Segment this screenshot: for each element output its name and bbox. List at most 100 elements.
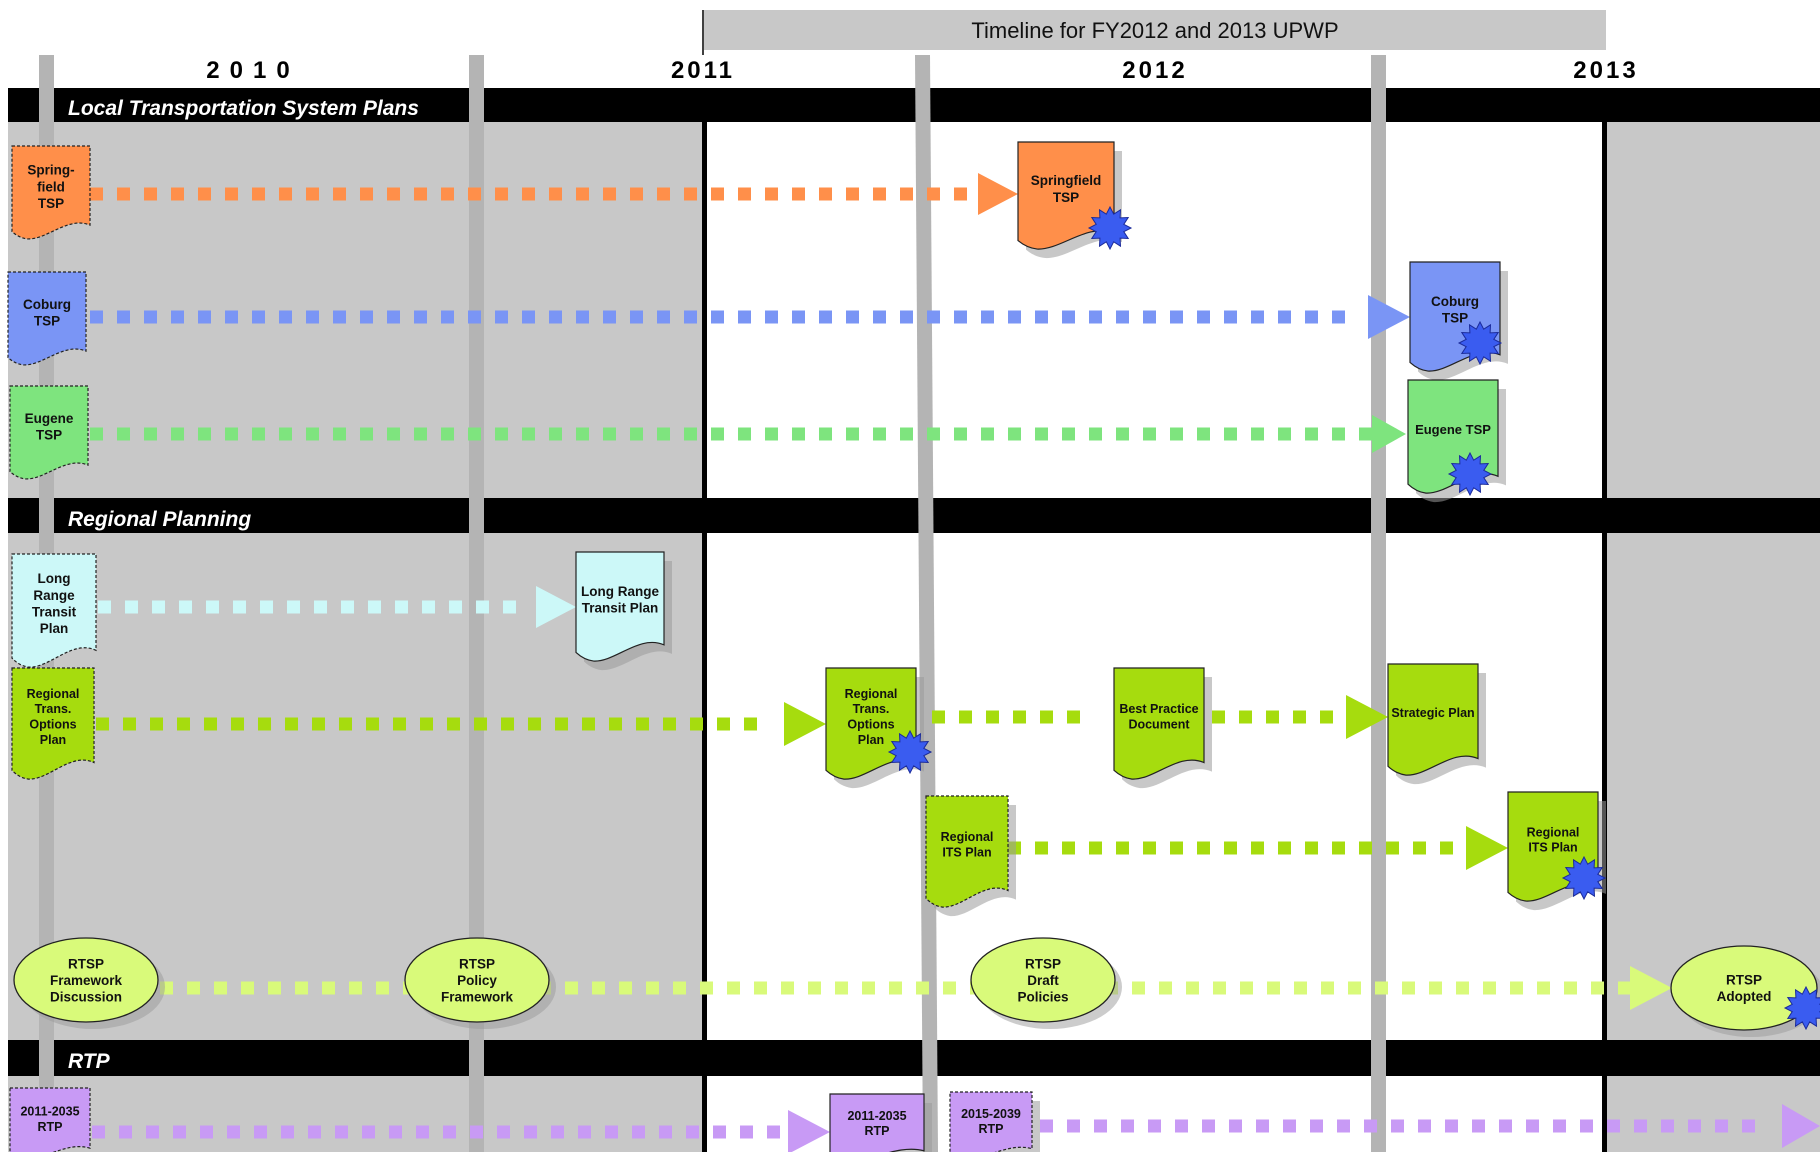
doc-its-end-line: ITS Plan: [1528, 841, 1577, 855]
dotted-line-coburg: [90, 310, 1345, 324]
dotted-line-eugene: [90, 427, 1372, 441]
doc-springfield-end-completed-icon: [1087, 205, 1133, 251]
doc-coburg-start-line: Coburg: [23, 297, 71, 312]
dotted-line-ltp: [98, 600, 516, 614]
doc-rto-milestone-line: Trans.: [853, 702, 890, 716]
dotted-line-rtp-b: [1040, 1119, 1755, 1133]
doc-ltp-start-line: Range: [33, 588, 75, 603]
doc-its-start-line: ITS Plan: [942, 846, 991, 860]
doc-coburg-end-line: TSP: [1442, 311, 1468, 326]
oval-rtsp-framework-discussion-line: Framework: [50, 973, 123, 988]
banner-title: Timeline for FY2012 and 2013 UPWP: [971, 18, 1338, 43]
dotted-line-rtsp: [160, 981, 1631, 995]
doc-rtp-2015-2039-line: 2015-2039: [961, 1107, 1021, 1121]
section-title-regional: Regional Planning: [68, 508, 251, 531]
doc-coburg-end-completed-icon: [1457, 320, 1503, 366]
oval-rtsp-policy-framework-line: RTSP: [459, 956, 495, 971]
doc-springfield-end-line: Springfield: [1031, 173, 1102, 188]
doc-coburg-end-line: Coburg: [1431, 294, 1479, 309]
doc-rto-start-line: Trans.: [35, 702, 72, 716]
doc-rtp-start-line: 2011-2035: [20, 1105, 79, 1119]
doc-ltp-start-line: Plan: [40, 621, 69, 636]
arrow-eugene: [1372, 415, 1406, 453]
section-band-local: [8, 88, 1820, 122]
doc-ltp-start-line: Long: [38, 571, 71, 586]
doc-its-end-completed-icon: [1561, 855, 1607, 901]
doc-rtp-2011-2035-line: 2011-2035: [847, 1109, 906, 1123]
doc-springfield-end-line: TSP: [1053, 190, 1079, 205]
doc-its-start-line: Regional: [941, 830, 994, 844]
arrow-rto-a: [784, 702, 826, 746]
arrow-its: [1466, 826, 1508, 870]
doc-rto-milestone-line: Regional: [845, 687, 898, 701]
doc-rto-milestone-line: Plan: [858, 733, 884, 747]
arrow-rtsp: [1630, 966, 1672, 1010]
doc-rto-milestone-completed-icon: [887, 729, 933, 775]
year-label-2012: 2012: [1122, 57, 1187, 84]
oval-rtsp-policy-framework-line: Framework: [441, 989, 514, 1004]
oval-rtsp-policy-framework-line: Policy: [457, 973, 497, 988]
arrow-rto-c: [1346, 695, 1388, 739]
oval-rtsp-draft-policies-line: RTSP: [1025, 956, 1061, 971]
doc-strategic-plan: Strategic Plan: [1387, 663, 1486, 785]
doc-rto-start-line: Plan: [40, 733, 66, 747]
doc-strategic-plan-line: Strategic Plan: [1391, 706, 1474, 720]
doc-rtp-2015-2039-line: RTP: [979, 1122, 1004, 1136]
doc-rto-start-line: Options: [29, 718, 76, 732]
section-band-regional: [8, 498, 1820, 533]
section-title-local: Local Transportation System Plans: [68, 97, 419, 120]
dotted-line-its: [1008, 841, 1453, 855]
dotted-line-rto-c: [1212, 710, 1333, 724]
doc-rtp-start-line: RTP: [38, 1120, 63, 1134]
oval-rtsp-draft-policies-line: Draft: [1027, 973, 1059, 988]
oval-rtsp-adopted-line: Adopted: [1717, 989, 1772, 1004]
oval-rtsp-framework-discussion-line: RTSP: [68, 956, 104, 971]
oval-rtsp-framework-discussion-line: Discussion: [50, 989, 122, 1004]
doc-its-end-line: Regional: [1527, 825, 1580, 839]
doc-ltp-start-line: Transit: [32, 604, 77, 619]
section-band-rtp: [8, 1040, 1820, 1076]
divider-2011: [702, 120, 707, 1152]
doc-springfield-start-line: Spring-: [27, 163, 74, 178]
arrow-rtp-a: [788, 1110, 830, 1154]
dotted-line-springfield: [90, 187, 967, 201]
doc-best-practice-line: Document: [1128, 718, 1190, 732]
dotted-line-rto-b: [932, 710, 1080, 724]
section-title-rtp: RTP: [68, 1050, 111, 1073]
oval-rtsp-adopted-line: RTSP: [1726, 973, 1762, 988]
banner: [704, 10, 1606, 50]
dotted-line-rtp-a: [92, 1125, 780, 1139]
oval-rtsp-draft-policies-line: Policies: [1017, 989, 1068, 1004]
doc-springfield-start-line: field: [37, 179, 65, 194]
doc-springfield-start-line: TSP: [38, 196, 64, 211]
year-label-2013: 2013: [1573, 57, 1638, 84]
doc-rto-milestone-line: Options: [847, 718, 894, 732]
doc-rtp-2011-2035-line: RTP: [865, 1124, 890, 1138]
doc-best-practice-line: Best Practice: [1119, 702, 1198, 716]
dotted-line-rto-a: [96, 717, 757, 731]
year-label-2010: 2010: [206, 57, 299, 84]
arrow-ltp: [536, 586, 576, 628]
doc-eugene-end-line: Eugene TSP: [1415, 422, 1491, 437]
arrow-rtp-b: [1782, 1104, 1820, 1148]
doc-rto-start-line: Regional: [27, 687, 80, 701]
doc-eugene-end-completed-icon: [1447, 451, 1493, 497]
